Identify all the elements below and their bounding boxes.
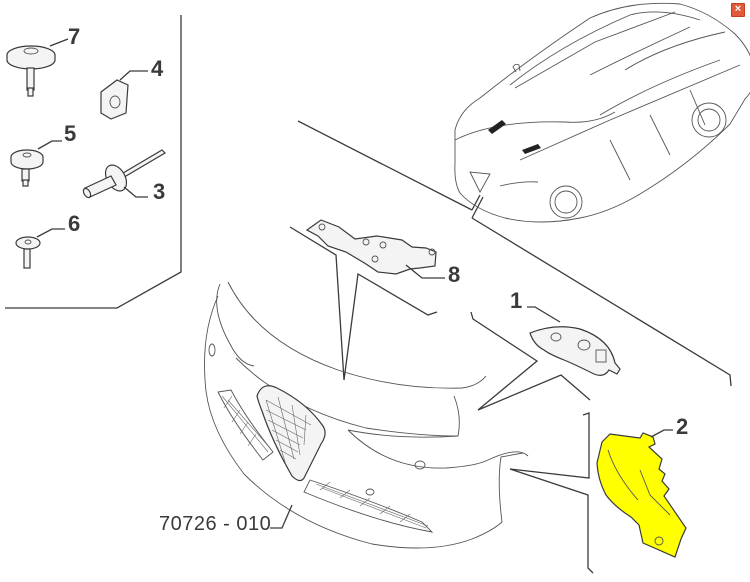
hardware-box-frame [5,15,182,309]
part-8-center-bracket-icon[interactable] [305,219,445,279]
callout-3[interactable]: 3 [153,179,166,204]
close-x-icon[interactable]: × [731,3,745,17]
part-5-screw-flange-icon[interactable] [10,140,62,187]
part-2-highlighted-bracket-icon[interactable] [596,429,687,558]
part-1-side-bracket-icon[interactable] [527,306,621,376]
callout-6[interactable]: 6 [68,211,81,236]
part-6-screw-small-icon[interactable] [15,228,65,269]
part-3-rivet-icon[interactable] [82,149,166,199]
callout-2[interactable]: 2 [676,414,689,439]
leader-lines [289,120,732,574]
reference-number-label: 70726 - 010 [159,513,272,535]
part-4-clip-nut-icon[interactable] [100,70,148,120]
front-bumper-assembly [204,281,529,549]
callout-5[interactable]: 5 [64,121,77,146]
callout-4[interactable]: 4 [151,56,164,81]
callout-7[interactable]: 7 [68,24,81,49]
callout-8[interactable]: 8 [448,262,461,287]
part-7-screw-wide-washer-icon[interactable] [6,38,69,97]
callout-1[interactable]: 1 [510,288,523,313]
vehicle-overview-illustration [454,2,750,223]
